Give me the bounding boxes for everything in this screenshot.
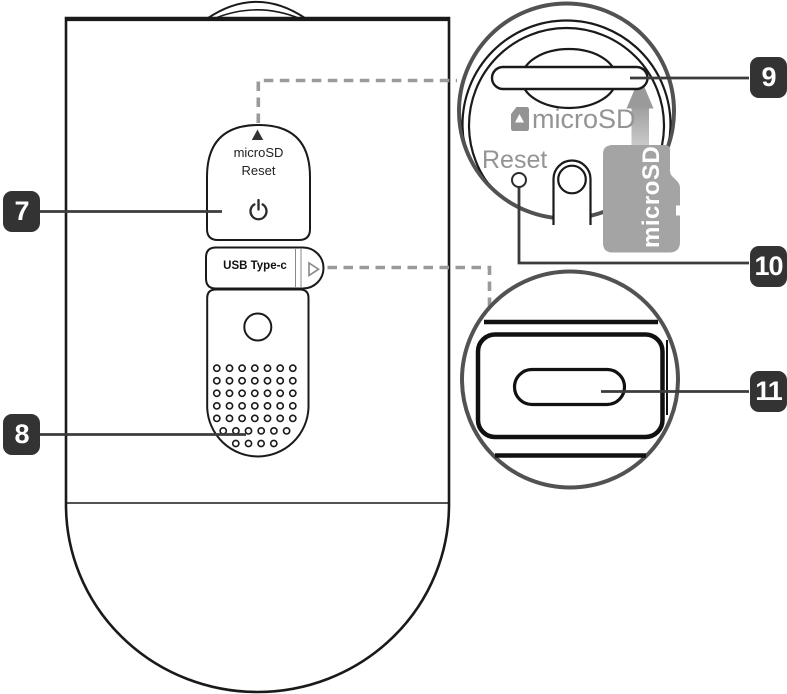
speaker-hole [238,389,246,398]
speaker-panel [206,288,310,458]
triangle-right-icon [308,261,320,277]
speaker-hole [212,401,221,410]
speaker-hole [288,401,297,410]
usb-c-port [512,367,627,407]
sd-inset: microSD [457,1,680,253]
speaker-hole [276,389,285,398]
speaker-hole [225,414,234,423]
speaker-hole [244,426,253,435]
sd-card-label: microSD [638,146,665,248]
speaker-hole [231,439,240,448]
speaker-hole [276,364,285,373]
dome-edge-inner [467,26,666,217]
speaker-hole [250,401,259,410]
speaker-hole [288,389,297,398]
panel-reset-label: Reset [241,163,276,178]
sd-card-icon [511,107,529,131]
speaker-hole [250,389,259,398]
speaker-hole [244,439,253,448]
speaker-hole [263,401,272,410]
speaker-hole [276,376,285,385]
lens-bump-inner-arc [213,9,301,20]
speaker-hole [219,426,228,435]
speaker-hole [269,426,278,435]
speaker-hole [263,389,272,398]
speaker-hole [238,376,246,385]
power-icon [249,198,268,221]
microsd-card: microSD [603,145,680,253]
speaker-hole [257,439,265,448]
callout-badge-11: 11 [750,371,787,412]
dashed-connectors [256,78,492,307]
inset-microsd-label: microSD [532,104,636,134]
sensor-circle [243,312,273,342]
panel-microsd-label: microSD [233,145,284,160]
dome-edge-outer [461,19,672,217]
callout-badge-7: 7 [3,191,40,232]
leader-10 [517,187,749,265]
speaker-hole [263,414,272,423]
speaker-hole [225,389,234,398]
callout-badge-8: 8 [3,414,40,455]
callout-badge-9: 9 [750,57,787,98]
rear-panel [206,123,311,241]
inset-reset-label: Reset [482,146,548,174]
usb-connector-dash [327,265,492,307]
speaker-hole [282,426,291,435]
speaker-hole [288,364,297,373]
speaker-hole [212,414,221,423]
speaker-hole [250,414,259,423]
speaker-hole [263,364,272,373]
speaker-holes [212,364,297,448]
speaker-hole [276,414,285,423]
speaker-hole [257,426,266,435]
speaker-hole [225,364,234,373]
usb-inset [460,269,680,490]
microsd-slot [490,65,649,91]
speaker-hole [225,376,234,385]
speaker-hole [212,364,221,373]
reset-pinhole [511,172,527,188]
lens-bump-outer-arc [206,0,307,20]
speaker-hole [212,389,221,398]
callout-badge-10: 10 [750,246,787,287]
speaker-hole [231,426,240,435]
speaker-hole [250,376,259,385]
triangle-up-icon [251,129,264,140]
speaker-hole [288,376,297,385]
leader-lines [39,76,749,436]
speaker-hole [212,376,221,385]
speaker-hole [263,376,272,385]
speaker-hole [238,401,246,410]
arrow-up-icon [626,76,654,145]
speaker-hole [238,414,246,423]
speaker-hole [288,414,297,423]
speaker-hole [238,364,246,373]
speaker-hole [276,401,285,410]
speaker-hole [250,364,259,373]
strap-loop-hole [557,164,587,195]
usb-type-c-label: USB Type-c [223,260,287,272]
speaker-hole [225,401,234,410]
speaker-hole [269,439,278,448]
